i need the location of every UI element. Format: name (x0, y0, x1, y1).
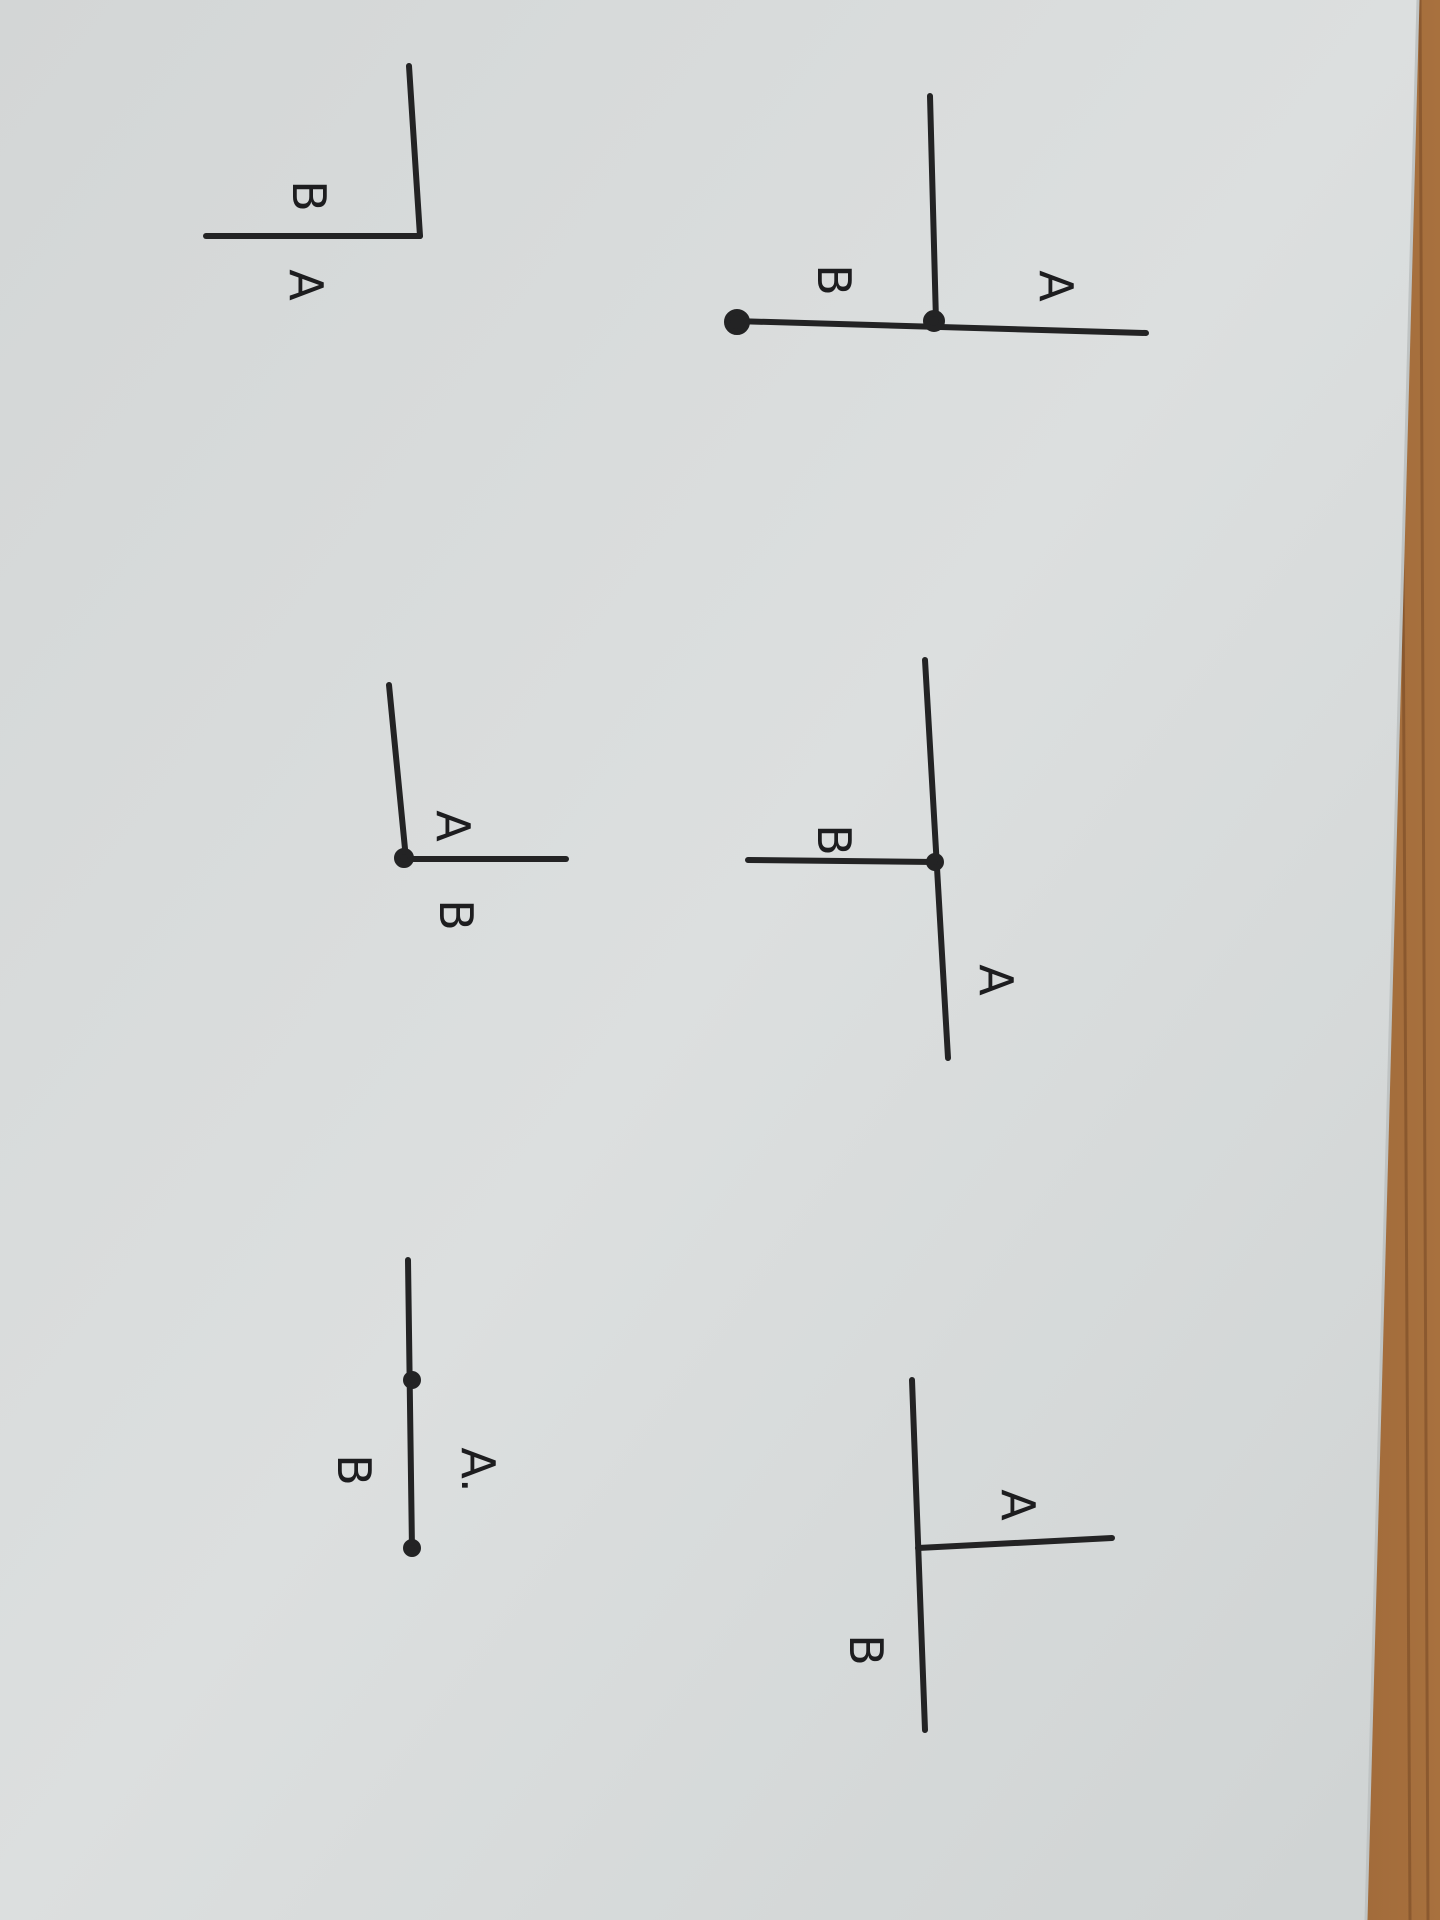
figure-2 (724, 93, 1149, 336)
fig2-label-b: B (807, 264, 861, 296)
fig4-label-b: B (807, 824, 861, 856)
fig5-label-b: B (327, 1454, 381, 1486)
fig4-horizontal-line (745, 857, 938, 865)
fig6-horizontal-line (915, 1535, 1115, 1551)
fig6-label-a: A (991, 1489, 1045, 1521)
fig3-label-b: B (429, 899, 483, 931)
fig5-point-2 (403, 1539, 421, 1557)
fig1-label-a: A (279, 269, 333, 301)
figure-4 (745, 657, 951, 1061)
fig5-point-1 (403, 1371, 421, 1389)
fig4-label-a: A (969, 964, 1023, 996)
figure-3 (386, 682, 569, 868)
fig2-label-a: A (1029, 270, 1083, 302)
fig1-vertical-line (406, 63, 423, 239)
figure-6 (909, 1377, 1115, 1733)
fig5-straight-line (405, 1257, 415, 1553)
figure-5 (403, 1257, 421, 1557)
fig5-label-a: A. (451, 1447, 505, 1492)
fig6-label-b: B (839, 1634, 893, 1666)
fig3-label-a: A (426, 810, 480, 842)
fig2-vertical-line (927, 93, 939, 324)
fig2-endpoint (724, 309, 750, 335)
figure-1 (203, 63, 423, 239)
fig6-vertical-line (909, 1377, 928, 1733)
fig2-vertex-point (923, 310, 945, 332)
paper-edge (1364, 0, 1420, 1920)
fig3-slanted-line (386, 682, 409, 862)
fig4-vertex-point (926, 853, 944, 871)
fig1-label-b: B (282, 180, 336, 212)
fig3-vertex-point (394, 848, 414, 868)
